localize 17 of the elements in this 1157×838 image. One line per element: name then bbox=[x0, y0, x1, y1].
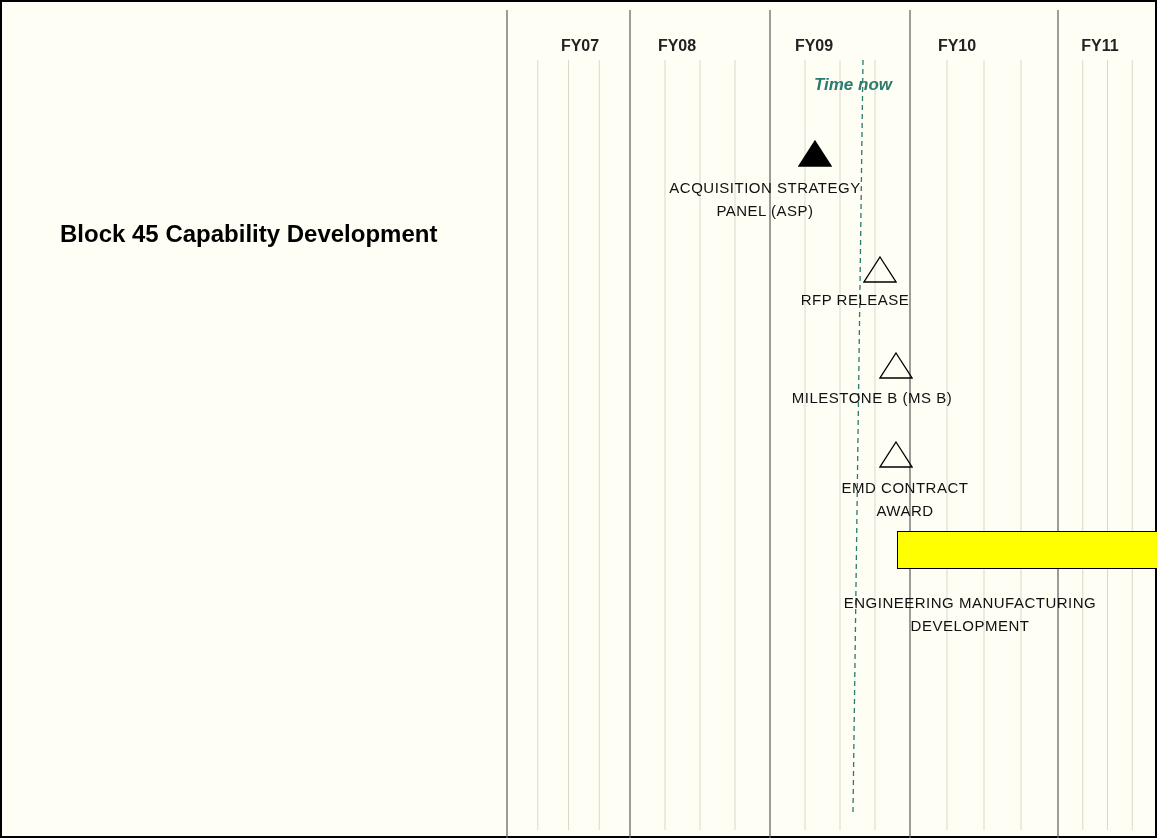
milestone-label: EMD CONTRACT AWARD bbox=[840, 478, 970, 521]
time-now-label: Time now bbox=[812, 74, 894, 96]
fiscal-year-header: FY11 bbox=[1080, 36, 1120, 56]
milestone-label: ENGINEERING MANUFACTURING DEVELOPMENT bbox=[842, 593, 1098, 636]
fiscal-year-header: FY07 bbox=[559, 36, 601, 56]
milestone-triangle bbox=[879, 441, 913, 468]
fiscal-year-header: FY10 bbox=[936, 36, 978, 56]
filled-milestone-triangle bbox=[798, 140, 832, 167]
milestone-triangle bbox=[863, 256, 897, 283]
milestone-triangle bbox=[879, 352, 913, 379]
milestone-label: MILESTONE B (MS B) bbox=[790, 388, 954, 408]
fiscal-year-header: FY08 bbox=[656, 36, 698, 56]
diagram-title: Block 45 Capability Development bbox=[60, 219, 439, 249]
milestone-label: RFP RELEASE bbox=[799, 290, 911, 310]
milestone-label: ACQUISITION STRATEGY PANEL (ASP) bbox=[668, 178, 862, 221]
fiscal-year-header: FY09 bbox=[793, 36, 835, 56]
gantt-bar bbox=[897, 531, 1157, 569]
